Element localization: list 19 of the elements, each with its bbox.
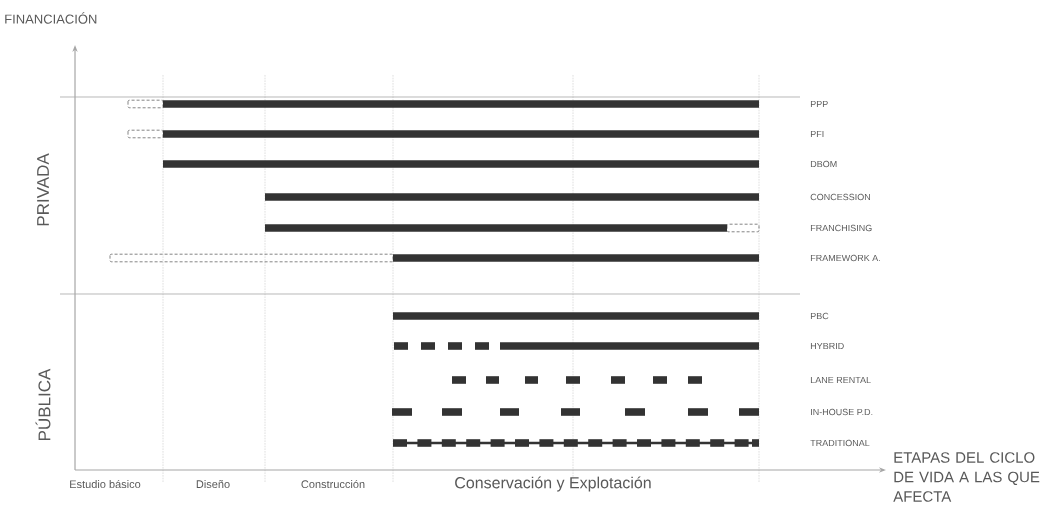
stage-label: Conservación y Explotación xyxy=(455,476,651,492)
stage-label: Construcción xyxy=(301,479,365,489)
stage-label: Estudio básico xyxy=(70,479,141,489)
row-label: PFI xyxy=(810,130,824,138)
row-label: FRAMEWORK A. xyxy=(810,254,880,262)
row-label: LANE RENTAL xyxy=(810,376,871,384)
row-label: PBC xyxy=(810,312,829,320)
stage-label: Diseño xyxy=(196,479,230,489)
row-label: CONCESSION xyxy=(810,193,870,201)
row-label: TRADITIONAL xyxy=(810,439,870,447)
row-label: HYBRID xyxy=(810,342,844,350)
section-label: PÚBLICA xyxy=(35,368,51,440)
row-label: FRANCHISING xyxy=(810,224,872,232)
row-label: IN-HOUSE P.D. xyxy=(811,408,873,416)
section-label: PRIVADA xyxy=(37,153,49,226)
row-label: DBOM xyxy=(810,160,837,168)
axis-title: ETAPAS DEL CICLO DE VIDA A LAS QUE AFECTA xyxy=(893,452,1040,502)
axis-title: FINANCIACIÓN xyxy=(5,12,97,24)
row-label: PPP xyxy=(810,100,828,108)
